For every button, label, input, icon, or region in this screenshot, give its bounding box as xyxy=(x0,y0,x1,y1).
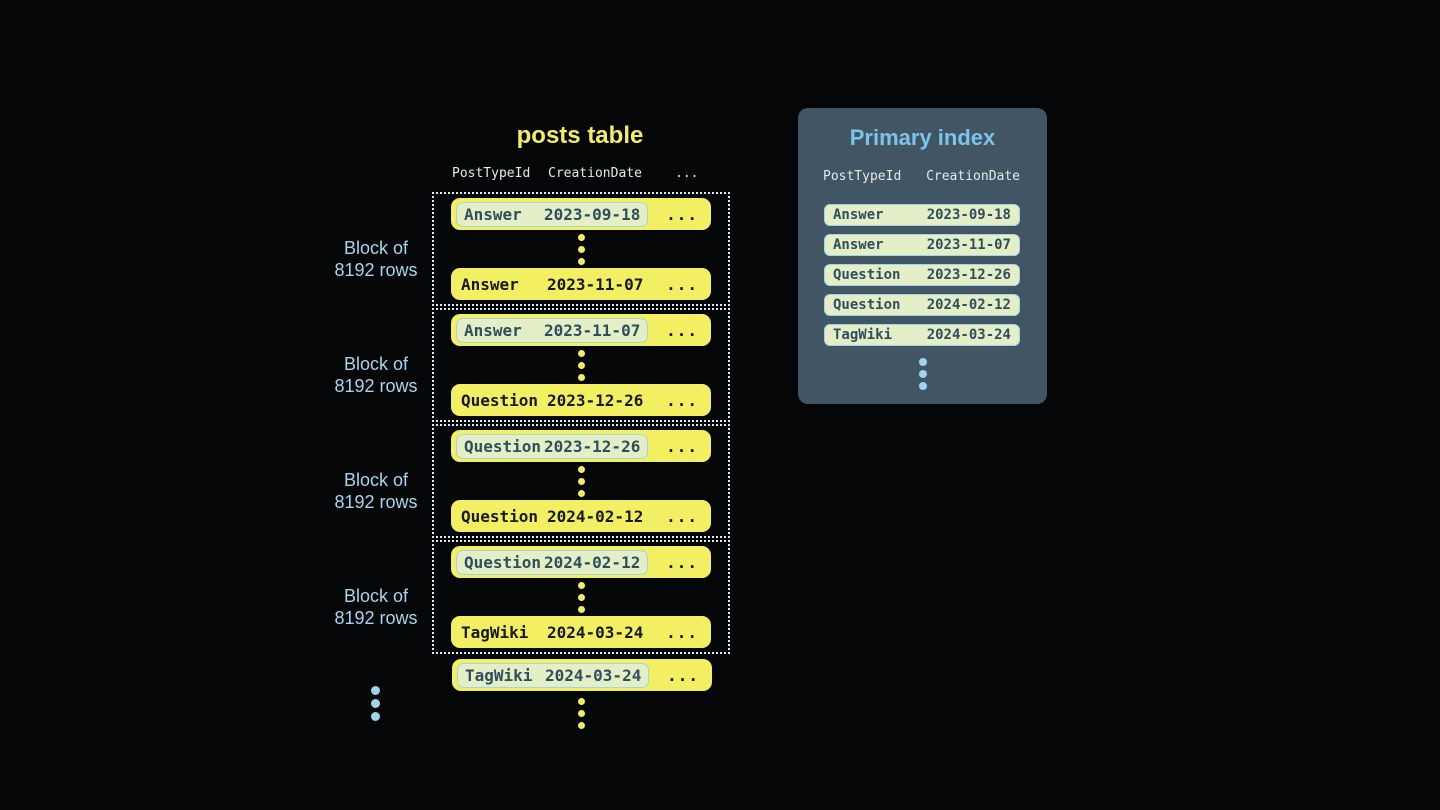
table-row-first: Question 2023-12-26 ... xyxy=(451,430,711,462)
cell-creationdate: 2023-11-07 xyxy=(547,274,644,294)
posts-table-title: posts table xyxy=(516,122,644,149)
cell-posttypeid: Answer xyxy=(464,320,522,340)
cell-creationdate: 2024-02-12 xyxy=(547,506,644,526)
index-entry: Question 2024-02-12 xyxy=(824,294,1020,316)
cell-creationdate: 2023-11-07 xyxy=(544,320,641,340)
table-row-last: Question 2024-02-12 ... xyxy=(451,500,711,532)
table-row-last: Question 2023-12-26 ... xyxy=(451,384,711,416)
cell-posttypeid: Answer xyxy=(833,237,884,253)
cell-creationdate: 2023-12-26 xyxy=(926,267,1011,283)
index-entry: Question 2023-12-26 xyxy=(824,264,1020,286)
hidden-rows-dots xyxy=(577,231,585,267)
index-marked-cell: Answer 2023-11-07 xyxy=(456,317,649,343)
cell-posttypeid: Question xyxy=(461,506,539,526)
row-more-ellipsis: ... xyxy=(666,622,698,642)
column-header-creationdate: CreationDate xyxy=(926,169,1020,184)
hidden-rows-dots xyxy=(577,347,585,383)
table-block-3: Question 2023-12-26 ... Question 2024-02… xyxy=(432,424,730,538)
cell-posttypeid: TagWiki xyxy=(833,327,893,343)
table-row-first: TagWiki 2024-03-24 ... xyxy=(452,659,712,691)
table-row-last: Answer 2023-11-07 ... xyxy=(451,268,711,300)
hidden-rows-dots xyxy=(577,463,585,499)
index-marked-cell: Question 2024-02-12 xyxy=(456,549,649,575)
row-more-ellipsis: ... xyxy=(666,274,698,294)
row-more-ellipsis: ... xyxy=(667,665,699,685)
cell-creationdate: 2023-11-07 xyxy=(926,237,1011,253)
table-block-1: Answer 2023-09-18 ... Answer 2023-11-07 … xyxy=(432,192,730,306)
table-row-first: Answer 2023-09-18 ... xyxy=(451,198,711,230)
cell-posttypeid: TagWiki xyxy=(461,622,529,642)
cell-posttypeid: Answer xyxy=(461,274,519,294)
index-marked-cell: Answer 2023-09-18 xyxy=(456,201,649,227)
row-more-ellipsis: ... xyxy=(666,506,698,526)
primary-index-title: Primary index xyxy=(849,125,996,150)
row-more-ellipsis: ... xyxy=(666,552,698,572)
table-row-first: Answer 2023-11-07 ... xyxy=(451,314,711,346)
index-entry: Answer 2023-11-07 xyxy=(824,234,1020,256)
cell-creationdate: 2023-12-26 xyxy=(544,436,641,456)
table-row-first: Question 2024-02-12 ... xyxy=(451,546,711,578)
column-header-posttypeid: PostTypeId xyxy=(823,169,902,184)
table-block-4: Question 2024-02-12 ... TagWiki 2024-03-… xyxy=(432,540,730,654)
posts-table-column-headers: PostTypeId CreationDate ... xyxy=(452,166,732,181)
column-header-posttypeid: PostTypeId xyxy=(452,166,531,181)
row-more-ellipsis: ... xyxy=(666,204,698,224)
column-header-more: ... xyxy=(675,166,699,181)
cell-posttypeid: Question xyxy=(833,297,901,313)
cell-posttypeid: Question xyxy=(461,390,539,410)
more-rows-dots xyxy=(578,695,585,731)
index-marked-cell: TagWiki 2024-03-24 xyxy=(457,662,650,688)
cell-posttypeid: Answer xyxy=(464,204,522,224)
table-block-2: Answer 2023-11-07 ... Question 2023-12-2… xyxy=(432,308,730,422)
primary-index-entries: Answer 2023-09-18 Answer 2023-11-07 Ques… xyxy=(824,204,1020,354)
cell-creationdate: 2023-09-18 xyxy=(544,204,641,224)
index-entry: TagWiki 2024-03-24 xyxy=(824,324,1020,346)
cell-creationdate: 2024-02-12 xyxy=(926,297,1011,313)
cell-posttypeid: Question xyxy=(833,267,901,283)
table-row-last: TagWiki 2024-03-24 ... xyxy=(451,616,711,648)
column-header-creationdate: CreationDate xyxy=(548,166,642,181)
cell-creationdate: 2024-03-24 xyxy=(926,327,1011,343)
more-blocks-dots xyxy=(371,684,380,723)
cell-posttypeid: Question xyxy=(464,436,542,456)
row-more-ellipsis: ... xyxy=(666,320,698,340)
cell-posttypeid: TagWiki xyxy=(465,665,533,685)
cell-posttypeid: Question xyxy=(464,552,542,572)
cell-creationdate: 2024-02-12 xyxy=(544,552,641,572)
cell-creationdate: 2023-09-18 xyxy=(926,207,1011,223)
cell-creationdate: 2024-03-24 xyxy=(547,622,644,642)
index-marked-cell: Question 2023-12-26 xyxy=(456,433,649,459)
cell-posttypeid: Answer xyxy=(833,207,884,223)
hidden-rows-dots xyxy=(577,579,585,615)
row-more-ellipsis: ... xyxy=(666,436,698,456)
row-more-ellipsis: ... xyxy=(666,390,698,410)
trailing-row-wrap: TagWiki 2024-03-24 ... xyxy=(452,659,712,691)
index-entry: Answer 2023-09-18 xyxy=(824,204,1020,226)
primary-index-column-headers: PostTypeId CreationDate xyxy=(823,169,1020,184)
primary-index-panel: Primary index PostTypeId CreationDate An… xyxy=(798,108,1047,404)
more-index-entries-dots xyxy=(798,356,1047,392)
cell-creationdate: 2024-03-24 xyxy=(545,665,642,685)
cell-creationdate: 2023-12-26 xyxy=(547,390,644,410)
